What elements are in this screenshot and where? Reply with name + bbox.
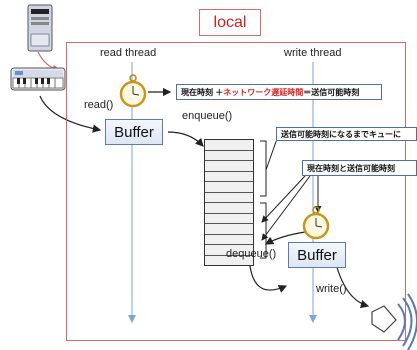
pocket-watch-icon bbox=[119, 74, 147, 108]
local-label: local bbox=[199, 9, 261, 36]
enqueue-arrow bbox=[167, 131, 204, 147]
speaker-icon bbox=[371, 293, 417, 350]
compare-note: 現在時刻と送信可能時刻 bbox=[302, 160, 417, 176]
local-frame bbox=[66, 42, 406, 341]
enqueue-call-label: enqueue() bbox=[182, 110, 233, 122]
write-call-label: write() bbox=[316, 283, 347, 295]
read-arrow bbox=[39, 95, 102, 133]
queue-slot bbox=[205, 182, 253, 193]
queue-slot bbox=[205, 161, 253, 172]
desktop-pc-icon bbox=[27, 4, 53, 52]
queue-slot bbox=[205, 224, 253, 235]
read-thread-label: read thread bbox=[100, 47, 157, 59]
dequeue-arrow bbox=[249, 265, 288, 293]
pocket-watch-icon bbox=[302, 206, 330, 240]
dequeue-call-label: dequeue() bbox=[226, 248, 277, 260]
write-buffer: Buffer bbox=[288, 242, 346, 268]
network-delay-label: ネットワーク遅延時間 bbox=[223, 87, 304, 97]
queue-slot bbox=[205, 245, 253, 256]
queue-slot bbox=[205, 213, 253, 224]
queue-until-note: 送信可能時刻になるまでキューに bbox=[276, 127, 417, 141]
queue-slot bbox=[205, 140, 253, 151]
write-thread-label: write thread bbox=[284, 47, 342, 59]
send-time-part2: ＝送信可能時刻 bbox=[303, 87, 360, 97]
queue bbox=[204, 139, 254, 266]
queue-slot bbox=[205, 192, 253, 203]
send-time-note: 現在時刻 ＋ ネットワーク遅延時間 ＝送信可能時刻 bbox=[176, 84, 382, 100]
queue-slot bbox=[205, 171, 253, 182]
queue-slot bbox=[205, 255, 253, 265]
write-arrow bbox=[335, 263, 370, 309]
send-time-part1: 現在時刻 ＋ bbox=[181, 87, 224, 97]
queue-bracket-lower bbox=[260, 202, 267, 259]
midi-keyboard-icon bbox=[10, 67, 66, 91]
queue-slot bbox=[205, 203, 253, 214]
queue-slot bbox=[205, 150, 253, 161]
queue-slot bbox=[205, 234, 253, 245]
read-buffer: Buffer bbox=[105, 119, 163, 145]
clock-to-queue-arrow bbox=[264, 231, 306, 245]
read-call-label: read() bbox=[84, 99, 114, 111]
